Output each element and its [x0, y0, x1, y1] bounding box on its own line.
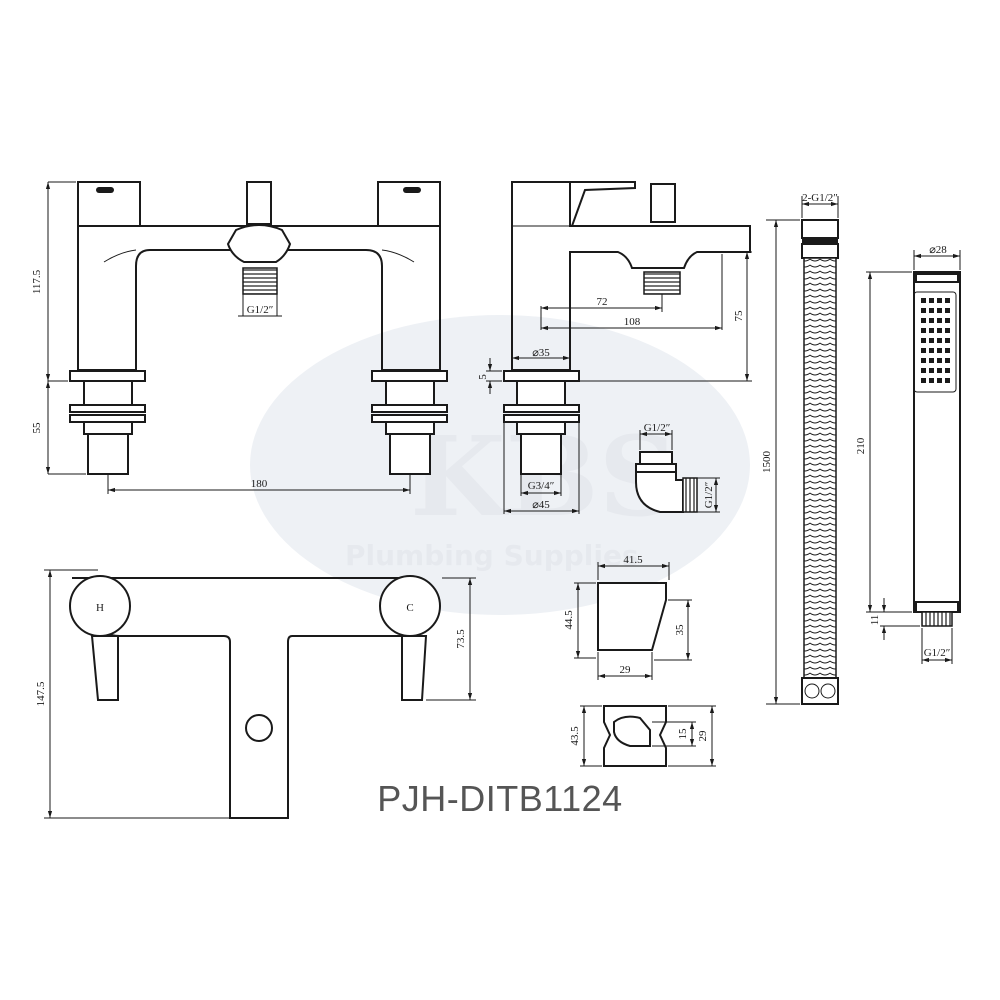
- dim-hose-length: 1500: [761, 451, 773, 474]
- nozzle: [929, 368, 934, 373]
- nozzle: [921, 308, 926, 313]
- dim-height-lower: 55: [31, 422, 43, 434]
- dim-depth: 147.5: [35, 681, 47, 706]
- dim-elbow-side: G1/2″: [703, 482, 715, 509]
- dim-outlet-thread: G1/2″: [247, 304, 274, 316]
- dim-bracket-width-bottom: 29: [620, 664, 632, 676]
- nozzle: [929, 308, 934, 313]
- nozzle: [921, 368, 926, 373]
- dim-collar: 5: [477, 374, 489, 380]
- shower-handset: ⌀28 210 11 G1/2″: [855, 244, 961, 664]
- nozzle: [921, 378, 926, 383]
- nozzle: [937, 338, 942, 343]
- dim-height-upper: 117.5: [31, 269, 43, 294]
- nozzle: [945, 308, 950, 313]
- dim-centres: 180: [251, 478, 268, 490]
- elbow-connector: G1/2″ G1/2″: [635, 422, 720, 513]
- nozzle: [921, 298, 926, 303]
- dim-holder-inner: 15: [677, 728, 689, 740]
- nozzle: [937, 328, 942, 333]
- product-code: PJH-DITB1124: [377, 778, 623, 819]
- dim-handset-thread: G1/2″: [924, 647, 951, 659]
- nozzle: [937, 358, 942, 363]
- nozzle: [929, 348, 934, 353]
- nozzle: [937, 348, 942, 353]
- dim-outlet-height: 75: [733, 310, 745, 322]
- nozzle: [937, 298, 942, 303]
- nozzle: [929, 378, 934, 383]
- nozzle: [945, 368, 950, 373]
- dim-reach-inner: 72: [597, 296, 608, 308]
- shower-hose: 2-G1/2″ 1500: [761, 192, 839, 705]
- nozzle: [929, 318, 934, 323]
- dim-holder-outer: 29: [697, 730, 709, 742]
- nozzle: [945, 318, 950, 323]
- nozzle: [945, 378, 950, 383]
- handset-nozzles: [921, 298, 950, 383]
- dim-bracket-height-right: 35: [674, 624, 686, 636]
- dim-handle-depth: 73.5: [455, 629, 467, 649]
- nozzle: [921, 318, 926, 323]
- dim-inlet-thread: G3/4″: [528, 480, 555, 492]
- hose-holder: 43.5 15 29: [569, 705, 716, 767]
- dim-bracket-width-top: 41.5: [623, 554, 643, 566]
- wall-bracket: 41.5 44.5 35 29: [563, 554, 692, 680]
- dim-handset-length: 210: [855, 437, 867, 454]
- nozzle: [929, 298, 934, 303]
- nozzle: [921, 348, 926, 353]
- plan-view: H C 147.5 73.5: [35, 569, 476, 819]
- nozzle: [937, 368, 942, 373]
- cold-handle-label: C: [406, 602, 413, 614]
- nozzle: [945, 298, 950, 303]
- nozzle: [929, 328, 934, 333]
- dim-handset-dia: ⌀28: [929, 244, 947, 256]
- dim-elbow-top: G1/2″: [644, 422, 671, 434]
- dim-reach-outer: 108: [624, 316, 641, 328]
- nozzle: [921, 358, 926, 363]
- nozzle: [921, 338, 926, 343]
- nozzle: [929, 358, 934, 363]
- nozzle: [945, 338, 950, 343]
- front-view: 117.5 55 180 G1/2″: [31, 181, 448, 494]
- nozzle: [945, 348, 950, 353]
- nozzle: [945, 358, 950, 363]
- dim-hose-thread: 2-G1/2″: [802, 192, 838, 204]
- nozzle: [937, 318, 942, 323]
- nozzle: [937, 308, 942, 313]
- hot-handle-label: H: [96, 602, 104, 614]
- dim-base-dia: ⌀45: [532, 499, 550, 511]
- nozzle: [945, 328, 950, 333]
- dim-bracket-height-left: 44.5: [563, 610, 575, 630]
- side-view: 72 108 75 ⌀35 5 G3/4″ ⌀45: [477, 181, 752, 514]
- nozzle: [921, 328, 926, 333]
- dim-handset-thread-len: 11: [869, 615, 881, 626]
- dim-holder-height: 43.5: [569, 726, 581, 746]
- nozzle: [937, 378, 942, 383]
- watermark: KBS Plumbing Supplies: [250, 315, 750, 615]
- dim-body-dia: ⌀35: [532, 347, 550, 359]
- watermark-tagline: Plumbing Supplies: [345, 539, 639, 572]
- nozzle: [929, 338, 934, 343]
